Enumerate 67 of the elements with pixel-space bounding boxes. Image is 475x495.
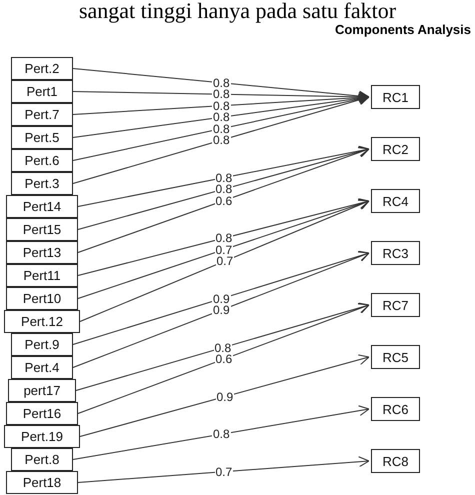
component-box: RC1 (371, 85, 420, 109)
variable-box: Pert.3 (11, 172, 73, 195)
edge-label: 0.8 (212, 122, 231, 135)
component-box: RC8 (371, 449, 420, 473)
variable-box: Pert11 (6, 264, 78, 287)
arrow (72, 251, 370, 368)
component-box: RC2 (371, 137, 420, 161)
variable-box: pert17 (8, 379, 76, 402)
variable-box: Pert.12 (4, 310, 80, 333)
arrow (76, 302, 370, 391)
edge-label: 0.9 (216, 390, 234, 403)
variable-box: Pert13 (6, 241, 78, 264)
cut-off-text: sangat tinggi hanya pada satu faktor (78, 0, 398, 24)
arrow (72, 92, 370, 115)
variable-box: Pert.4 (11, 356, 73, 379)
arrow (78, 147, 370, 253)
edge-label: 0.8 (212, 111, 231, 124)
arrow (72, 91, 370, 102)
variable-box: Pert14 (6, 195, 78, 218)
edge-label: 0.8 (214, 172, 234, 184)
edge-label: 0.8 (212, 428, 231, 440)
arrow (78, 303, 370, 414)
component-box: RC5 (371, 345, 420, 369)
variable-box: Pert.9 (11, 333, 73, 356)
edge-label: 0.7 (214, 244, 234, 256)
chart-title: Components Analysis (334, 22, 471, 37)
edge-label: 0.8 (212, 88, 231, 100)
arrow (78, 146, 370, 230)
component-box: RC3 (371, 241, 420, 265)
arrow (80, 200, 370, 322)
variable-box: Pert18 (6, 471, 78, 494)
edge-label: 0.8 (214, 232, 234, 244)
component-box: RC7 (371, 293, 420, 317)
variable-box: Pert10 (6, 287, 78, 310)
variable-box: Pert.2 (11, 57, 73, 80)
edge-label: 0.9 (212, 292, 231, 305)
edge-label: 0.8 (212, 76, 231, 89)
variable-box: Pert.8 (11, 448, 73, 471)
edge-label: 0.7 (214, 466, 234, 478)
edge-label: 0.9 (212, 304, 231, 316)
arrow (78, 146, 370, 207)
arrow (72, 68, 370, 102)
arrow (78, 198, 370, 299)
edge-label: 0.8 (214, 183, 234, 196)
arrow (72, 94, 370, 184)
component-box: RC4 (371, 189, 420, 213)
edge-label: 0.8 (214, 342, 232, 354)
variable-box: Pert15 (6, 218, 78, 241)
arrow (78, 456, 370, 483)
edge-label: 0.7 (216, 255, 234, 268)
arrow (78, 198, 370, 276)
variable-box: Pert.5 (11, 126, 73, 149)
component-box: RC6 (371, 397, 420, 421)
variable-box: Pert16 (6, 402, 78, 425)
arrow (72, 405, 370, 460)
arrow (80, 354, 370, 437)
edge-label: 0.8 (212, 100, 231, 112)
arrow (72, 92, 370, 138)
edge-label: 0.6 (214, 194, 234, 207)
arrow (72, 94, 370, 161)
variable-box: Pert.7 (11, 103, 73, 126)
edge-label: 0.8 (212, 134, 231, 146)
variable-box: Pert1 (11, 80, 73, 103)
arrow (72, 250, 370, 345)
variable-box: Pert.19 (4, 425, 80, 448)
variable-box: Pert.6 (11, 149, 73, 172)
edge-label: 0.6 (214, 353, 234, 366)
